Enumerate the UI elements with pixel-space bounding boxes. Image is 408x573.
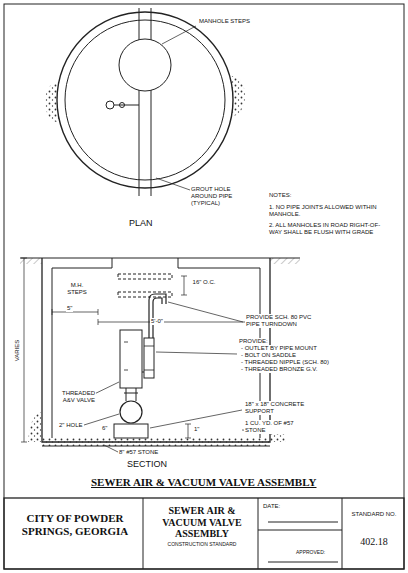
valve-plan	[106, 101, 114, 109]
leader-line	[156, 352, 237, 354]
sheet-title: SEWER AIR & VACUUM VALVE ASSEMBLY	[90, 476, 317, 489]
sewer-pipe	[139, 8, 140, 196]
dimension: 1"	[193, 426, 200, 433]
callout-label: 8" #57 STONE	[118, 449, 159, 456]
dimension: 5"	[66, 305, 73, 312]
dimension: 16" O.C.	[190, 279, 218, 286]
callout-label: MANHOLE STEPS	[198, 18, 251, 25]
callout-label: THREADED A&V VALVE	[54, 390, 96, 404]
title-block	[4, 498, 404, 569]
dimension-line	[181, 276, 187, 295]
callout-label: 1 CU. YD. OF #57 STONE	[244, 420, 308, 434]
dimension-line	[21, 258, 27, 442]
callout-item: - BOLT ON SADDLE	[240, 352, 352, 359]
leader-line	[104, 445, 118, 452]
standard-number-label: STANDARD NO.	[346, 511, 402, 518]
manhole-inner-wall	[65, 20, 225, 180]
view-title: PLAN	[128, 218, 154, 228]
sewer-pipe	[151, 8, 152, 196]
callout-label: M.H. STEPS	[62, 282, 92, 296]
manhole-step	[118, 274, 172, 279]
callout-item: - THREADED BRONZE G.V.	[240, 366, 352, 373]
stone-patch	[28, 412, 42, 442]
date-field: DATE:	[262, 503, 281, 510]
agency-name: CITY OF POWDER SPRINGS, GEORGIA	[12, 512, 138, 537]
callout-label: GROUT HOLE AROUND PIPE (TYPICAL)	[190, 186, 254, 207]
view-title: SECTION	[126, 459, 168, 469]
threaded-nipple	[124, 372, 144, 401]
note: 1. NO PIPE JOINTS ALLOWED WITHIN MANHOLE…	[268, 204, 390, 218]
manhole-outer-wall	[57, 12, 233, 188]
stone-bed	[42, 438, 270, 446]
notes-heading: NOTES:	[268, 192, 292, 199]
leader-line	[162, 26, 196, 44]
drawing-title: SEWER AIR & VACUUM VALVE ASSEMBLY	[147, 505, 257, 540]
manhole-wall	[42, 258, 270, 442]
standard-number: 402.18	[346, 536, 402, 548]
approved-field: APPROVED:	[295, 550, 326, 556]
note: 2. ALL MANHOLES IN ROAD RIGHT-OF-WAY SHA…	[268, 222, 390, 236]
leader-line	[168, 302, 243, 322]
callout-label: PROVIDE SCH. 80 PVC PIPE TURNDOWN	[245, 314, 319, 328]
dimension-line	[185, 424, 191, 438]
title-block-grid	[143, 498, 342, 569]
grade-line	[20, 258, 300, 259]
dimension: VARIES	[14, 329, 21, 371]
concrete-support	[114, 424, 148, 438]
pipe-section	[120, 401, 142, 423]
sheet-border	[4, 4, 404, 569]
callout-label: 18" x 18" CONCRETE SUPPORT	[244, 401, 308, 415]
callout-label: 2" HOLE	[58, 422, 83, 429]
riser	[144, 338, 154, 378]
dimension: 5'-0"	[150, 318, 164, 325]
dimension: 6"	[101, 425, 108, 432]
air-vacuum-valve	[120, 330, 142, 388]
pvc-turndown	[149, 294, 166, 340]
dimension-line	[52, 309, 98, 315]
leader-line	[156, 178, 190, 190]
leader-line	[84, 414, 119, 425]
callout-item: - THREADED NIPPLE (SCH. 80)	[240, 359, 352, 366]
callout-item: - OUTLET BY PIPE MOUNT	[240, 345, 352, 352]
manhole-inner-wall	[52, 268, 260, 438]
manhole-opening	[119, 39, 171, 91]
callout-label: PROVIDE:	[238, 338, 269, 345]
drawing-subtitle: CONSTRUCTION STANDARD	[147, 542, 257, 548]
